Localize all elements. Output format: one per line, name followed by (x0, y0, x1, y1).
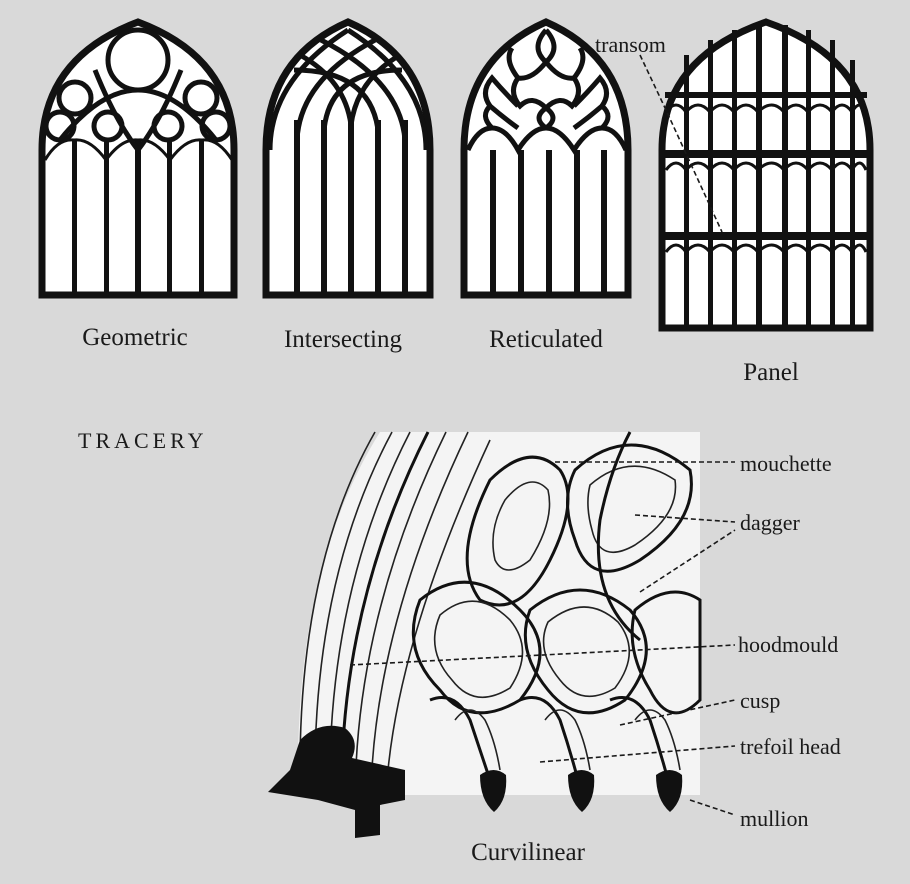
mullion-label: mullion (740, 806, 808, 831)
transom-label: transom (595, 32, 666, 57)
trefoil-head-leader (539, 745, 736, 763)
transom-leader (639, 54, 723, 233)
curvilinear-detail (268, 431, 702, 838)
hoodmould-label: hoodmould (738, 632, 838, 657)
hoodmould-leader (349, 644, 736, 666)
panel-window (658, 18, 874, 332)
dagger-label: dagger (740, 510, 801, 535)
intersecting-window (262, 18, 434, 299)
intersecting-label: Intersecting (284, 326, 403, 353)
panel-label: Panel (743, 359, 799, 386)
mullion-leader (689, 799, 736, 816)
geometric-window (38, 18, 238, 299)
curvilinear-label: Curvilinear (471, 839, 586, 866)
dagger-leader-1 (634, 514, 736, 523)
reticulated-window (460, 18, 632, 299)
springer-block (268, 725, 405, 838)
trefoil-head-label: trefoil head (740, 734, 841, 759)
cusp-leader (619, 699, 736, 726)
mouchette-label: mouchette (740, 451, 832, 476)
cusp-label: cusp (740, 688, 780, 713)
dagger-leader-2 (639, 529, 736, 593)
tracery-heading: TRACERY (78, 428, 207, 453)
geometric-label: Geometric (82, 324, 188, 351)
reticulated-label: Reticulated (489, 326, 603, 353)
